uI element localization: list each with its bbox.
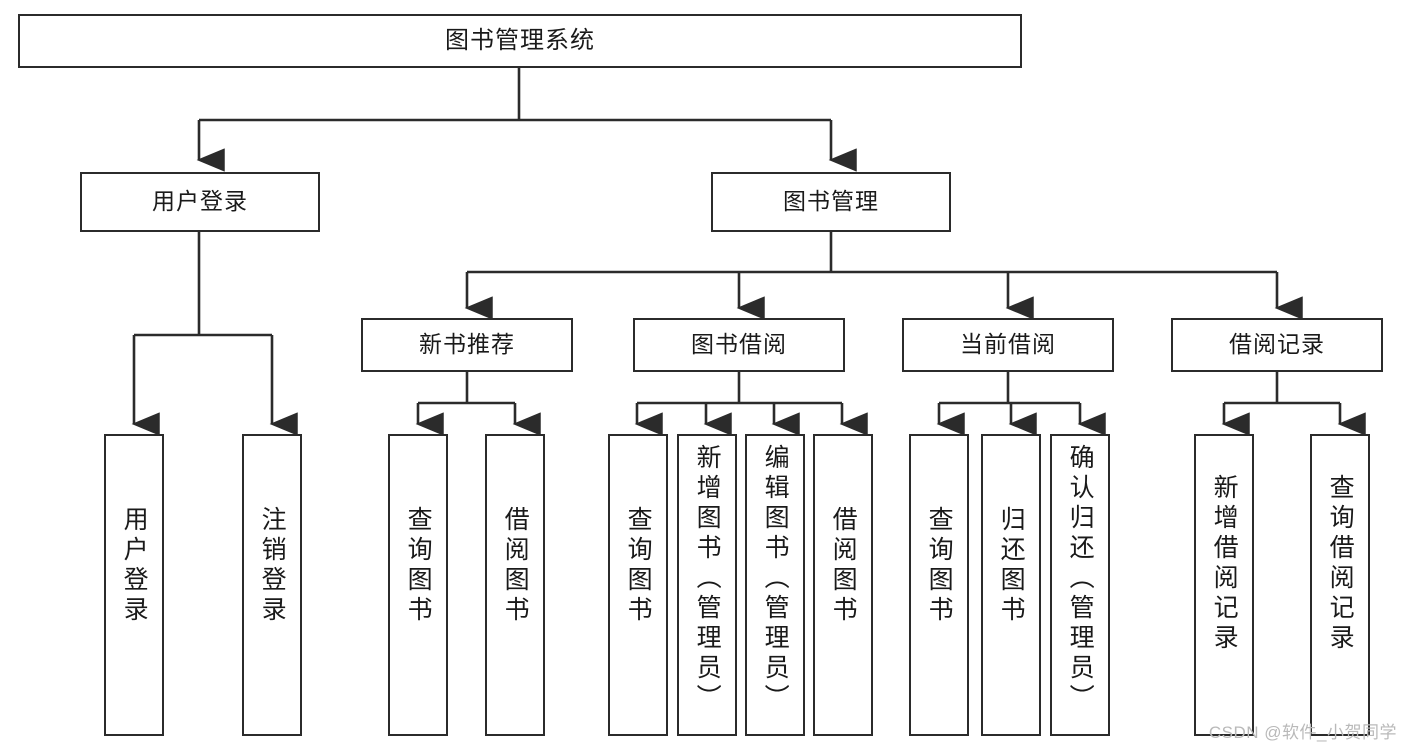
node-leaf-return-book[interactable]: 归还图书 xyxy=(981,434,1041,736)
node-book-borrow-label: 图书借阅 xyxy=(691,331,787,358)
node-leaf-query-record-label: 查询借阅记录 xyxy=(1326,474,1355,654)
node-leaf-query-book-2-label: 查询图书 xyxy=(624,506,653,626)
node-leaf-borrow-book-2[interactable]: 借阅图书 xyxy=(813,434,873,736)
node-root-label: 图书管理系统 xyxy=(445,26,595,54)
node-current-borrow-label: 当前借阅 xyxy=(960,331,1056,358)
node-user-login[interactable]: 用户登录 xyxy=(80,172,320,232)
node-leaf-user-login[interactable]: 用户登录 xyxy=(104,434,164,736)
node-borrow-record-label: 借阅记录 xyxy=(1229,331,1325,358)
node-leaf-add-book-label: 新增图书（管理员） xyxy=(693,444,722,714)
node-leaf-confirm-return-label: 确认归还（管理员） xyxy=(1066,444,1095,714)
node-leaf-query-record[interactable]: 查询借阅记录 xyxy=(1310,434,1370,736)
node-leaf-edit-book[interactable]: 编辑图书（管理员） xyxy=(745,434,805,736)
node-book-management-label: 图书管理 xyxy=(783,188,879,215)
node-leaf-logout[interactable]: 注销登录 xyxy=(242,434,302,736)
node-leaf-borrow-book-1[interactable]: 借阅图书 xyxy=(485,434,545,736)
node-new-book-recommend[interactable]: 新书推荐 xyxy=(361,318,573,372)
node-current-borrow[interactable]: 当前借阅 xyxy=(902,318,1114,372)
node-book-management[interactable]: 图书管理 xyxy=(711,172,951,232)
node-leaf-edit-book-label: 编辑图书（管理员） xyxy=(761,444,790,714)
node-new-book-recommend-label: 新书推荐 xyxy=(419,331,515,358)
node-leaf-add-record-label: 新增借阅记录 xyxy=(1210,474,1239,654)
node-leaf-add-book[interactable]: 新增图书（管理员） xyxy=(677,434,737,736)
node-user-login-label: 用户登录 xyxy=(152,188,248,215)
node-leaf-add-record[interactable]: 新增借阅记录 xyxy=(1194,434,1254,736)
node-leaf-query-book-3-label: 查询图书 xyxy=(925,506,954,626)
node-leaf-borrow-book-1-label: 借阅图书 xyxy=(501,506,530,626)
node-leaf-confirm-return[interactable]: 确认归还（管理员） xyxy=(1050,434,1110,736)
node-leaf-user-login-label: 用户登录 xyxy=(120,506,149,626)
node-leaf-query-book-1[interactable]: 查询图书 xyxy=(388,434,448,736)
node-leaf-return-book-label: 归还图书 xyxy=(997,506,1026,626)
node-leaf-query-book-3[interactable]: 查询图书 xyxy=(909,434,969,736)
node-leaf-query-book-2[interactable]: 查询图书 xyxy=(608,434,668,736)
node-book-borrow[interactable]: 图书借阅 xyxy=(633,318,845,372)
watermark: CSDN @软件_小贺同学 xyxy=(1208,723,1397,742)
node-leaf-query-book-1-label: 查询图书 xyxy=(404,506,433,626)
node-leaf-logout-label: 注销登录 xyxy=(258,506,287,626)
node-borrow-record[interactable]: 借阅记录 xyxy=(1171,318,1383,372)
node-leaf-borrow-book-2-label: 借阅图书 xyxy=(829,506,858,626)
node-root[interactable]: 图书管理系统 xyxy=(18,14,1022,68)
